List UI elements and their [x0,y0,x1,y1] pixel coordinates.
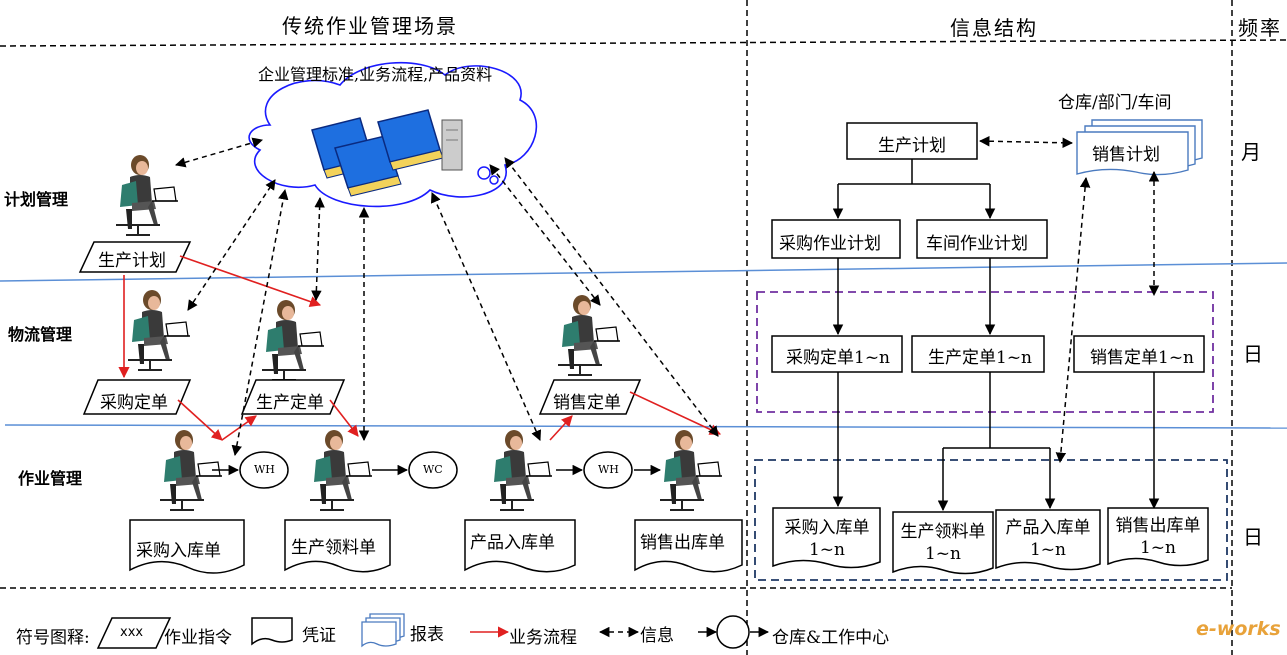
lane-line-1 [0,262,1287,282]
legend-report: 报表 [410,625,444,645]
rlabel-sales-plan: 销售计划 [1092,145,1160,165]
freq-day-1: 日 [1243,342,1265,366]
doc-sales-out [634,519,743,573]
label-prod-order: 生产定单 [256,393,324,413]
freq-day-2: 日 [1243,525,1265,549]
row-plan: 计划管理 [4,190,69,209]
doc-prod-pick [284,519,391,573]
lane-line-2 [4,424,1287,429]
legend-info: 信息 [640,626,674,646]
box-purchase-order [771,335,903,373]
header-scenario: 传统作业管理场景 [282,14,458,38]
rlabel-sales-order: 销售定单1~n [1090,348,1195,368]
doc-product-in [464,519,576,573]
legend-xxx: xxx [120,625,144,640]
worker-sales-out-icon [659,429,723,511]
label-purchase-order: 采购定单 [100,393,168,413]
legend-flow: 业务流程 [509,628,577,648]
rlabel-prod-plan: 生产计划 [878,136,946,156]
report-sales-plan [1076,119,1203,176]
worker-wh2-icon [489,429,553,511]
box-prod-plan [846,122,978,160]
rlabel-prod-order: 生产定单1~n [928,348,1033,368]
legend-voucher-shape [251,617,293,646]
box-purchase-plan [771,219,901,259]
group-vouchers [754,459,1228,581]
business-flow-lines [118,255,722,441]
box-prod-order [911,335,1045,373]
rlabel-shop-plan: 车间作业计划 [926,234,1028,254]
worker-plan-icon [115,154,179,236]
legend-title: 符号图释: [16,628,90,648]
row-logistics: 物流管理 [8,325,73,344]
worker-sales-icon [557,294,621,376]
label-doc-product-in: 产品入库单 [470,533,555,553]
instr-prod-plan [78,241,192,273]
header-divider [0,39,1287,47]
freq-month: 月 [1241,140,1263,164]
label-wc: WC [423,463,443,476]
label-wh2: WH [598,463,619,476]
wh2-circle [583,451,633,489]
books-icon [311,109,463,197]
box-sales-order [1073,335,1205,373]
label-wh1: WH [254,463,275,476]
group-orders [756,291,1214,413]
label-doc-purchase-in: 采购入库单 [136,541,221,561]
label-doc-sales-out: 销售出库单 [640,533,725,553]
rdoc-purchase-in [772,507,881,569]
rlabel-purchase-order: 采购定单1~n [786,348,891,368]
legend-instr-shape [96,617,172,649]
label-doc-prod-pick: 生产领料单 [291,538,376,558]
label-warehouse: 仓库/部门/车间 [1058,93,1172,113]
label-prod-plan: 生产计划 [98,251,166,271]
worker-prod-icon [261,299,325,381]
rlabel-purchase-plan: 采购作业计划 [779,234,881,254]
header-freq: 频率 [1238,16,1282,40]
header-info: 信息结构 [950,16,1038,40]
legend-instr: 作业指令 [164,628,232,648]
worker-purchase-icon [127,289,191,371]
info-lines [174,137,719,457]
legend-report-shape [361,613,405,648]
rdoc-prod-pick [892,511,994,575]
row-ops: 作业管理 [18,469,83,488]
wc-circle [408,451,458,489]
legend-center-circle [716,615,750,649]
instr-purchase-order [82,379,192,415]
cloud-label: 企业管理标准,业务流程,产品资料 [258,65,493,84]
watermark-logo: e-works [1196,618,1281,640]
doc-purchase-in [129,519,245,574]
rdoc-sales-out [1107,507,1209,567]
box-shop-plan [916,219,1048,259]
worker-wc-icon [309,429,373,511]
label-sales-order: 销售定单 [553,393,621,413]
legend-voucher: 凭证 [302,626,336,646]
legend-center: 仓库&工作中心 [772,628,890,648]
rdoc-product-in [995,509,1101,571]
